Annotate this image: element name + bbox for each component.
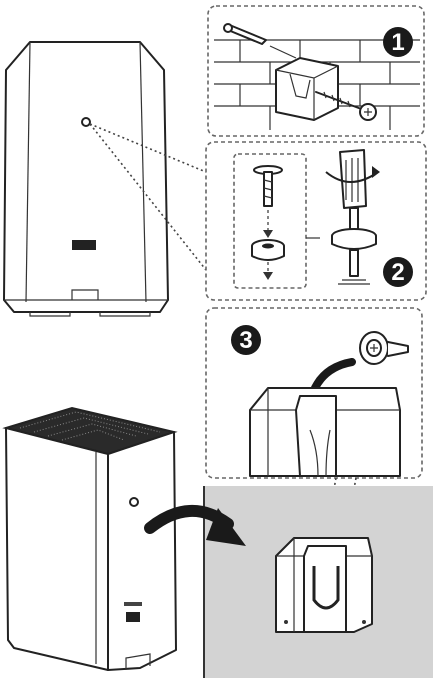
step2-number: 2 [391, 259, 404, 286]
step3-panel: 3 [205, 307, 423, 479]
wall-anchor-icon [223, 23, 297, 59]
router-angled-view [2, 406, 178, 671]
step1-number: 1 [391, 29, 404, 56]
step2-panel: 2 [205, 141, 427, 301]
screw-icon [253, 165, 283, 207]
step1-panel: 1 [207, 5, 425, 137]
mount-hole [81, 117, 91, 127]
mount-block-closeup [249, 387, 401, 477]
curved-arrow-icon [144, 505, 246, 546]
rubber-washer [251, 239, 285, 261]
screw-icon [315, 91, 377, 121]
washer-on-screw [306, 228, 377, 285]
wall-mount-block [275, 537, 373, 633]
screwdriver-icon [325, 149, 380, 231]
router-front-view [3, 41, 169, 317]
status-led [72, 240, 96, 250]
wall-mount-block [275, 57, 339, 121]
step1-badge: 1 [383, 27, 413, 57]
step3-number: 3 [239, 327, 252, 354]
step2-badge: 2 [383, 257, 413, 287]
step3-badge: 3 [231, 325, 261, 355]
mount-hole [129, 497, 139, 507]
screw-icon [359, 331, 409, 365]
